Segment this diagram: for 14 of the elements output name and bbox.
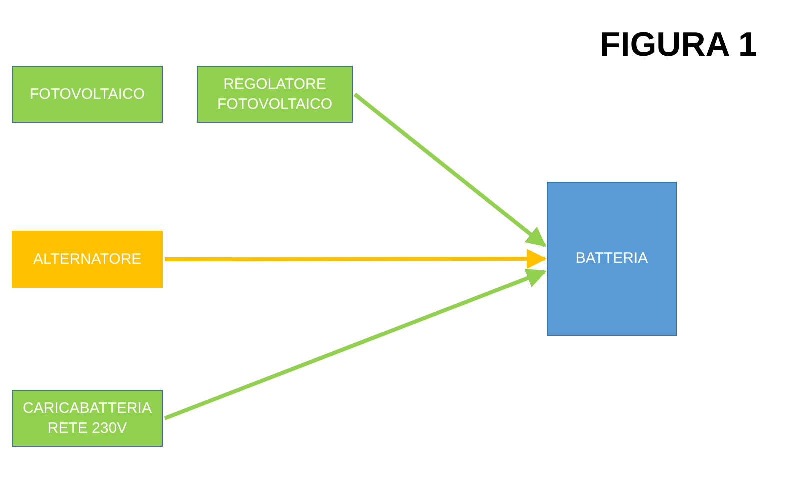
arrow (165, 249, 547, 270)
arrow (354, 92, 547, 248)
process-box (12, 390, 163, 447)
box-label: REGOLATORE FOTOVOLTAICO (216, 74, 334, 114)
process-box (12, 231, 163, 288)
process-box (197, 66, 353, 123)
figure-title: FIGURA 1 (600, 28, 758, 62)
box-label: FOTOVOLTAICO (30, 84, 145, 104)
box-label: ALTERNATORE (33, 250, 142, 270)
box-label: BATTERIA (576, 249, 648, 269)
box-label: CARICABATTERIA RETE 230V (22, 398, 153, 438)
arrow (164, 268, 547, 420)
process-box (12, 66, 163, 123)
process-box (547, 182, 677, 336)
